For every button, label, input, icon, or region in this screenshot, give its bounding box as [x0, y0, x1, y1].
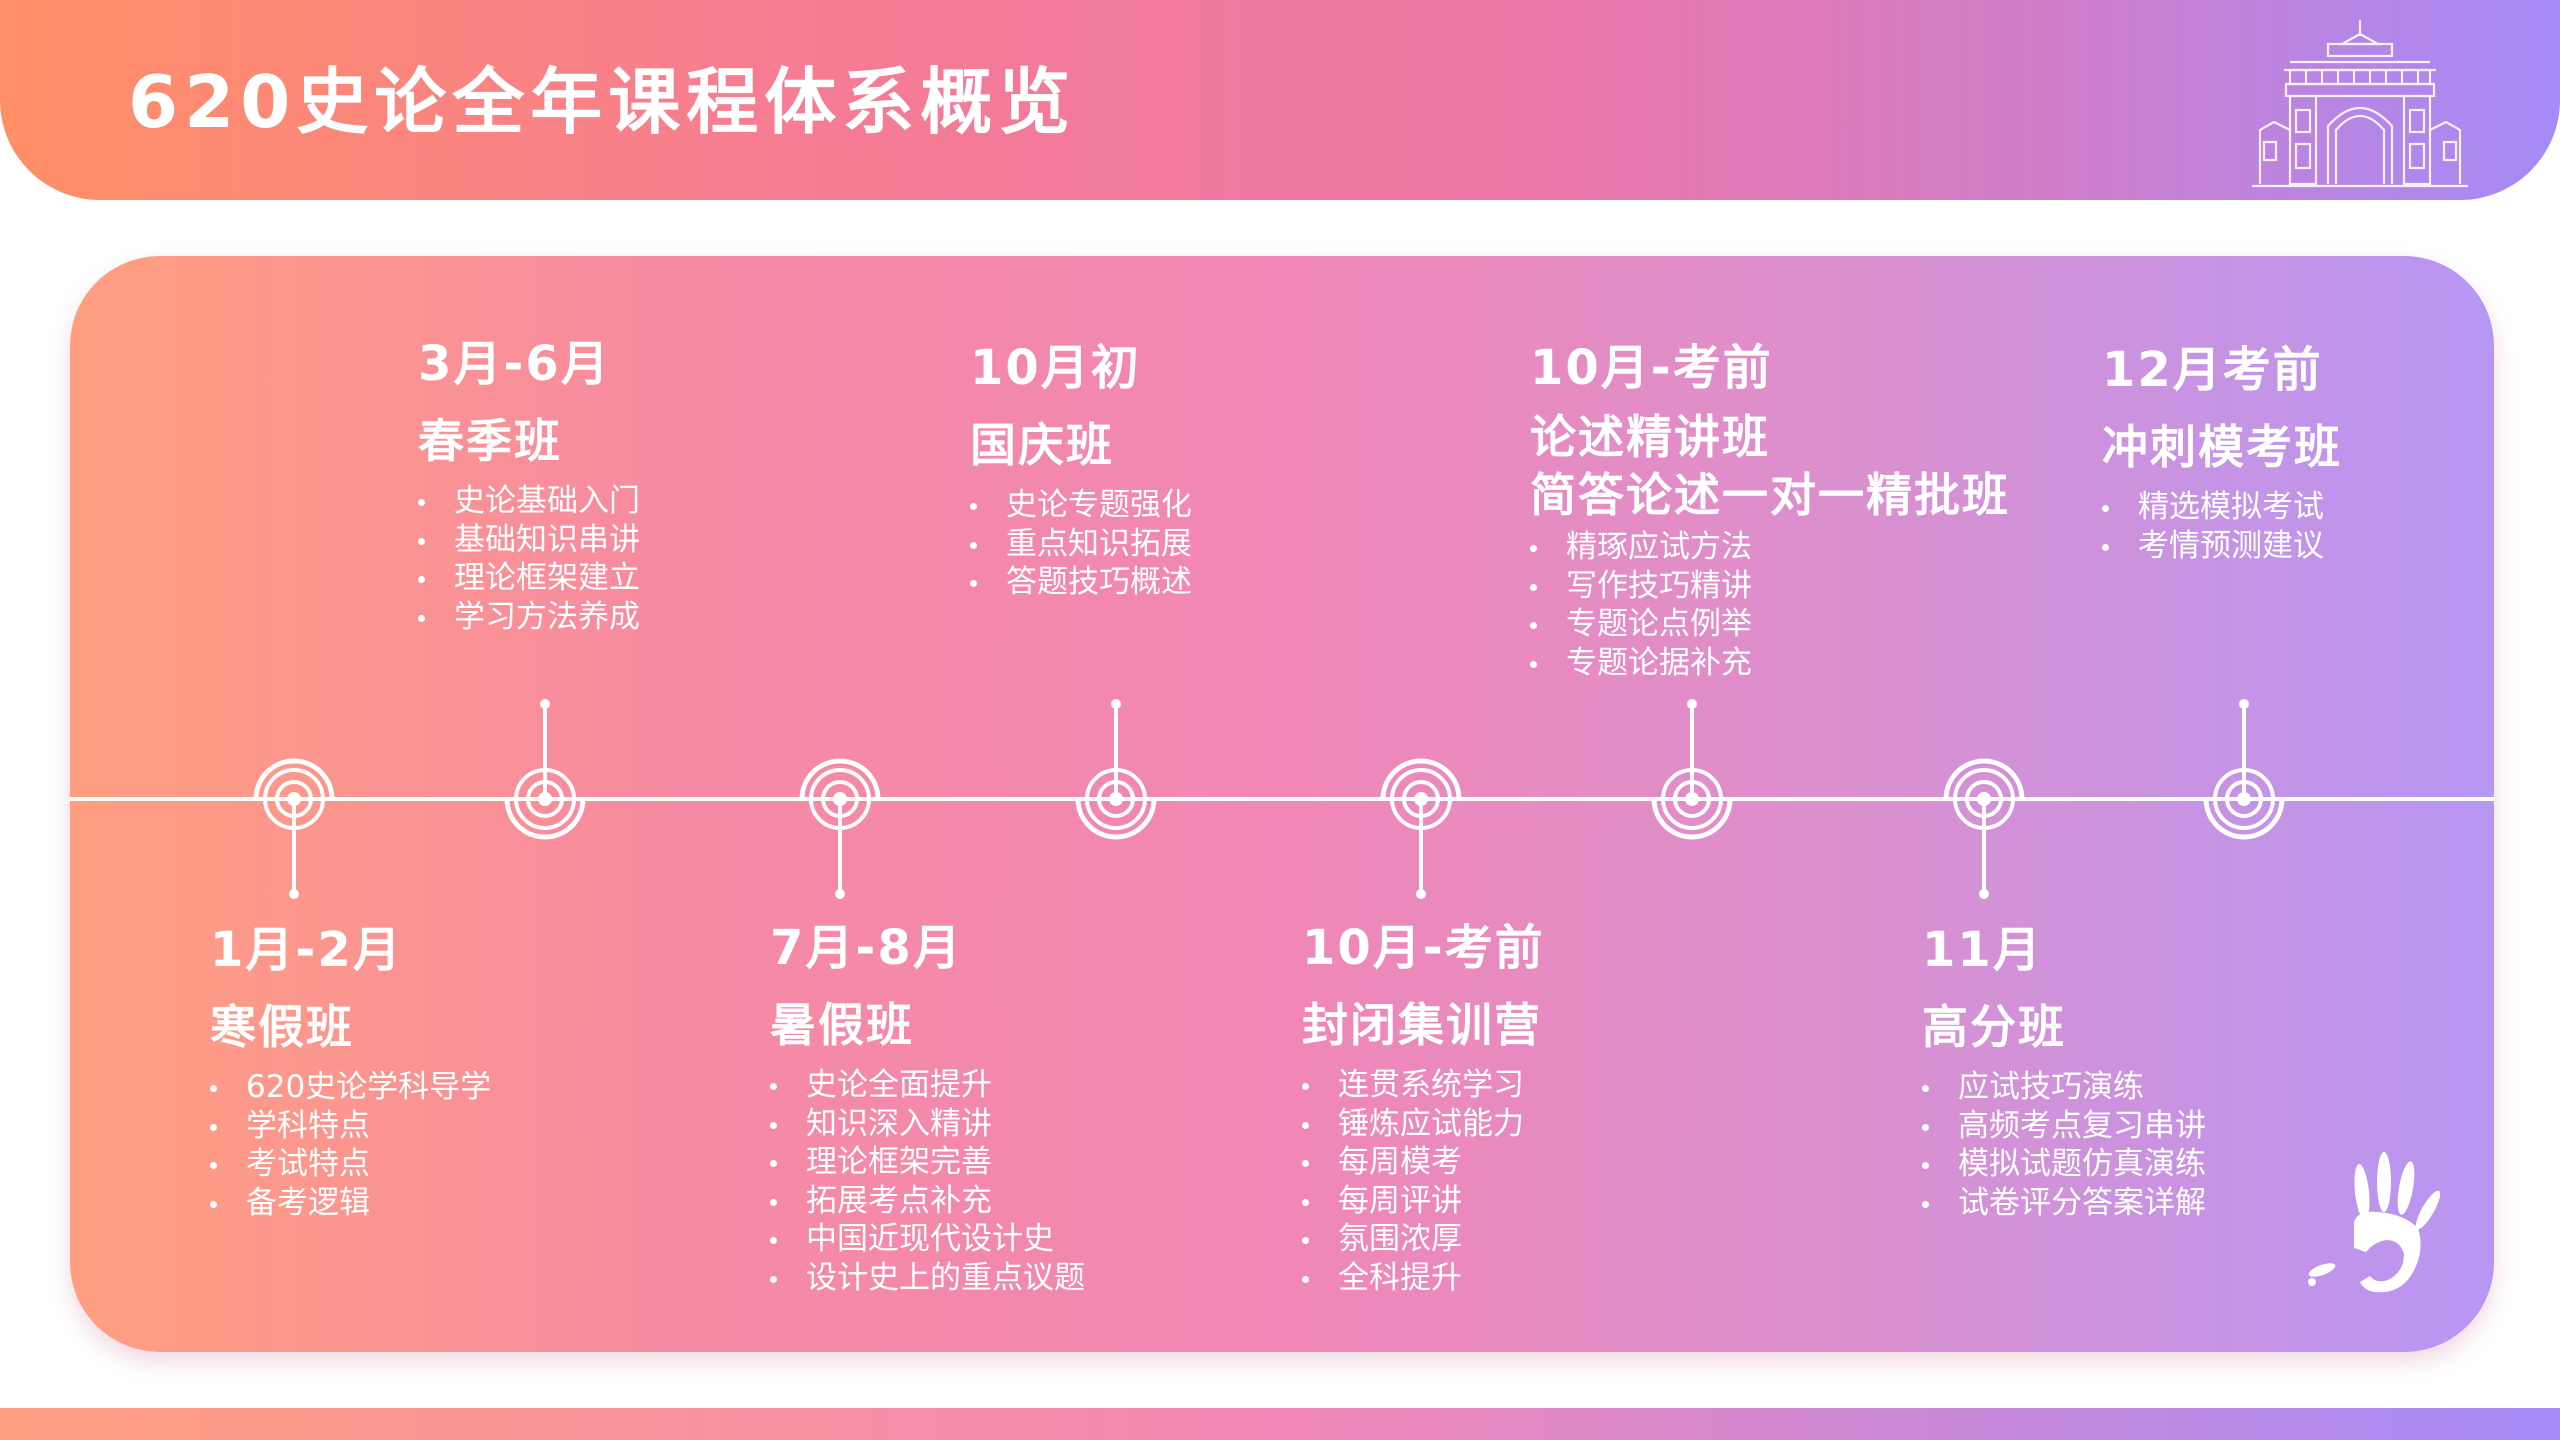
bottom-decorative-bar — [0, 1408, 2560, 1440]
stage-name: 寒假班 — [210, 1000, 354, 1054]
stage-item-list: 620史论学科导学 学科特点 考试特点 备考逻辑 — [210, 1068, 491, 1222]
list-item: 学科特点 — [210, 1107, 491, 1146]
list-item: 专题论据补充 — [1530, 644, 2010, 683]
stage-date: 1月-2月 — [210, 922, 403, 978]
list-item: 氛围浓厚 — [1302, 1220, 1545, 1259]
list-item: 中国近现代设计史 — [770, 1220, 1085, 1259]
stage-name-line: 简答论述一对一精批班 — [1530, 468, 2010, 522]
stage-date: 10月-考前 — [1302, 920, 1545, 976]
stage-name: 国庆班 — [970, 418, 1114, 472]
list-item: 考试特点 — [210, 1145, 491, 1184]
stage-item-list: 史论基础入门 基础知识串讲 理论框架建立 学习方法养成 — [418, 482, 640, 636]
list-item: 精琢应试方法 — [1530, 528, 2010, 567]
timeline-node-2 — [504, 699, 586, 840]
list-item: 史论基础入门 — [418, 482, 640, 521]
list-item: 考情预测建议 — [2102, 527, 2342, 566]
header-banner: 620史论全年课程体系概览 — [0, 0, 2560, 200]
timeline-card: 1月-2月 寒假班 620史论学科导学 学科特点 考试特点 备考逻辑 3月-6月… — [70, 256, 2494, 1352]
stage-item-list: 史论专题强化 重点知识拓展 答题技巧概述 — [970, 486, 1192, 602]
stage-essay-class: 10月-考前 论述精讲班 简答论述一对一精批班 精琢应试方法 写作技巧精讲 专题… — [1530, 338, 2010, 682]
list-item: 基础知识串讲 — [418, 521, 640, 560]
list-item: 应试技巧演练 — [1922, 1068, 2206, 1107]
stage-name: 春季班 — [418, 414, 562, 468]
list-item: 每周评讲 — [1302, 1182, 1545, 1221]
timeline-node-6 — [1651, 699, 1733, 840]
list-item: 锤炼应试能力 — [1302, 1105, 1545, 1144]
stage-sprint: 12月考前 冲刺模考班 精选模拟考试 考情预测建议 — [2102, 340, 2342, 565]
list-item: 专题论点例举 — [1530, 605, 2010, 644]
list-item: 备考逻辑 — [210, 1184, 491, 1223]
stage-national-day: 10月初 国庆班 史论专题强化 重点知识拓展 答题技巧概述 — [970, 338, 1192, 602]
stage-date: 12月考前 — [2102, 342, 2323, 398]
list-item: 高频考点复习串讲 — [1922, 1107, 2206, 1146]
stage-item-list: 精选模拟考试 考情预测建议 — [2102, 488, 2342, 565]
list-item: 史论专题强化 — [970, 486, 1192, 525]
stage-date: 10月-考前 — [1530, 340, 1773, 396]
list-item: 学习方法养成 — [418, 598, 640, 637]
timeline-graphic — [70, 699, 2494, 899]
timeline-node-1 — [253, 758, 335, 899]
stage-winter: 1月-2月 寒假班 620史论学科导学 学科特点 考试特点 备考逻辑 — [210, 920, 491, 1222]
timeline-node-4 — [1075, 699, 1157, 840]
stage-date: 3月-6月 — [418, 336, 611, 392]
stage-summer: 7月-8月 暑假班 史论全面提升 知识深入精讲 理论框架完善 拓展考点补充 中国… — [770, 918, 1085, 1297]
list-item: 每周模考 — [1302, 1143, 1545, 1182]
stage-item-list: 史论全面提升 知识深入精讲 理论框架完善 拓展考点补充 中国近现代设计史 设计史… — [770, 1066, 1085, 1297]
list-item: 写作技巧精讲 — [1530, 567, 2010, 606]
list-item: 模拟试题仿真演练 — [1922, 1145, 2206, 1184]
stage-name-line: 论述精讲班 — [1530, 410, 1770, 464]
stage-item-list: 应试技巧演练 高频考点复习串讲 模拟试题仿真演练 试卷评分答案详解 — [1922, 1068, 2206, 1222]
stage-name: 暑假班 — [770, 998, 914, 1052]
stage-date: 7月-8月 — [770, 920, 963, 976]
list-item: 知识深入精讲 — [770, 1105, 1085, 1144]
list-item: 史论全面提升 — [770, 1066, 1085, 1105]
gate-outline-icon — [2252, 20, 2468, 188]
list-item: 理论框架建立 — [418, 559, 640, 598]
page-title: 620史论全年课程体系概览 — [128, 60, 1077, 144]
stage-date: 10月初 — [970, 340, 1141, 396]
timeline-node-8 — [2203, 699, 2285, 840]
stage-name: 冲刺模考班 — [2102, 420, 2342, 474]
timeline-node-5 — [1380, 758, 1462, 899]
list-item: 全科提升 — [1302, 1259, 1545, 1298]
list-item: 答题技巧概述 — [970, 563, 1192, 602]
stage-name: 封闭集训营 — [1302, 998, 1542, 1052]
stage-item-list: 精琢应试方法 写作技巧精讲 专题论点例举 专题论据补充 — [1530, 528, 2010, 682]
list-item: 试卷评分答案详解 — [1922, 1184, 2206, 1223]
stage-bootcamp: 10月-考前 封闭集训营 连贯系统学习 锤炼应试能力 每周模考 每周评讲 氛围浓… — [1302, 918, 1545, 1297]
list-item: 620史论学科导学 — [210, 1068, 491, 1107]
handprint-icon — [2308, 1152, 2441, 1293]
list-item: 连贯系统学习 — [1302, 1066, 1545, 1105]
timeline-node-3 — [799, 758, 881, 899]
list-item: 设计史上的重点议题 — [770, 1259, 1085, 1298]
stage-name: 高分班 — [1922, 1000, 2066, 1054]
list-item: 精选模拟考试 — [2102, 488, 2342, 527]
stage-spring: 3月-6月 春季班 史论基础入门 基础知识串讲 理论框架建立 学习方法养成 — [418, 334, 640, 636]
list-item: 重点知识拓展 — [970, 525, 1192, 564]
stage-date: 11月 — [1922, 922, 2043, 978]
list-item: 拓展考点补充 — [770, 1182, 1085, 1221]
list-item: 理论框架完善 — [770, 1143, 1085, 1182]
stage-item-list: 连贯系统学习 锤炼应试能力 每周模考 每周评讲 氛围浓厚 全科提升 — [1302, 1066, 1545, 1297]
timeline-node-7 — [1943, 758, 2025, 899]
stage-high-score: 11月 高分班 应试技巧演练 高频考点复习串讲 模拟试题仿真演练 试卷评分答案详… — [1922, 920, 2206, 1222]
